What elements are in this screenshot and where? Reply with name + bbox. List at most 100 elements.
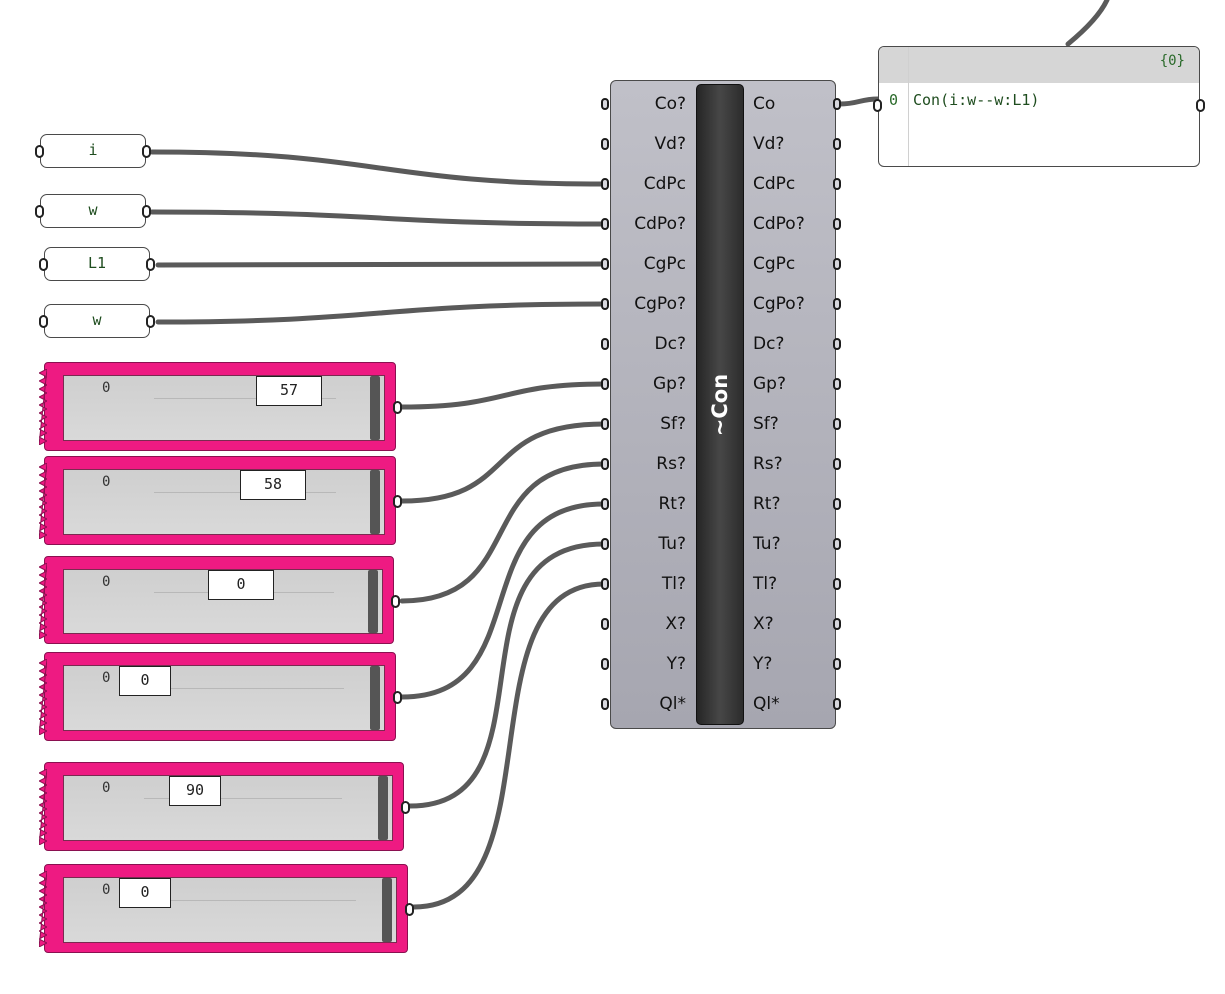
input-grip[interactable] [601,258,609,270]
input-param-label[interactable]: Rt? [658,494,686,514]
panel-output-grip[interactable] [146,257,155,271]
slider-grip-bar[interactable] [370,376,380,440]
slider-grip-bar[interactable] [370,470,380,534]
panel-w[interactable]: w [35,194,151,228]
output-param-label[interactable]: CgPc [753,254,796,274]
panel-input-grip[interactable] [873,99,882,112]
output-grip[interactable] [833,378,841,390]
output-param-label[interactable]: CdPo? [753,214,805,234]
input-grip[interactable] [601,338,609,350]
output-param-label[interactable]: Y? [753,654,773,674]
input-grip[interactable] [601,538,609,550]
input-param-label[interactable]: Tl? [661,574,686,594]
panel-input-grip[interactable] [39,257,48,271]
slider-value-box[interactable]: 90 [169,776,221,806]
output-panel[interactable]: {0} 0 Con(i:w--w:L1) [873,46,1205,167]
output-param-label[interactable]: Rt? [753,494,781,514]
slider-track[interactable]: 0 58 [63,469,385,535]
component-core[interactable]: ~Con [696,84,744,725]
input-param-label[interactable]: Sf? [660,414,686,434]
output-param-label[interactable]: Gp? [753,374,786,394]
number-slider[interactable]: 0 90 [39,762,410,851]
input-grip[interactable] [601,698,609,710]
input-param-label[interactable]: CgPo? [634,294,686,314]
output-param-label[interactable]: Rs? [753,454,783,474]
output-grip[interactable] [833,338,841,350]
output-grip[interactable] [833,538,841,550]
slider-value-box[interactable]: 0 [119,666,171,696]
slider-output-grip[interactable] [393,401,402,414]
number-slider[interactable]: 0 0 [39,864,414,953]
input-grip[interactable] [601,138,609,150]
input-grip[interactable] [601,298,609,310]
input-param-label[interactable]: CdPo? [634,214,686,234]
output-grip[interactable] [833,178,841,190]
output-param-label[interactable]: CdPc [753,174,796,194]
input-param-label[interactable]: Vd? [654,134,686,154]
output-param-label[interactable]: Vd? [753,134,785,154]
input-param-label[interactable]: CgPc [643,254,686,274]
input-param-label[interactable]: Co? [654,94,686,114]
slider-value-box[interactable]: 0 [208,570,274,600]
input-param-label[interactable]: Tu? [658,534,686,554]
input-grip[interactable] [601,498,609,510]
input-grip[interactable] [601,378,609,390]
output-param-label[interactable]: Dc? [753,334,785,354]
output-param-label[interactable]: Co [753,94,776,114]
slider-output-grip[interactable] [401,801,410,814]
output-param-label[interactable]: X? [753,614,774,634]
output-grip[interactable] [833,98,841,110]
output-grip[interactable] [833,258,841,270]
output-grip[interactable] [833,218,841,230]
number-slider[interactable]: 0 57 [39,362,402,451]
slider-track[interactable]: 0 90 [63,775,393,841]
output-grip[interactable] [833,658,841,670]
number-slider[interactable]: 0 58 [39,456,402,545]
panel-output-grip[interactable] [142,144,151,158]
input-param-label[interactable]: Ql* [659,694,686,714]
input-param-label[interactable]: Dc? [654,334,686,354]
output-param-label[interactable]: Tu? [753,534,781,554]
panel-output-grip[interactable] [142,204,151,218]
slider-track[interactable]: 0 0 [63,877,397,943]
panel-input-grip[interactable] [35,144,44,158]
panel-input-grip[interactable] [39,314,48,328]
number-slider[interactable]: 0 0 [39,652,402,741]
panel-i[interactable]: i [35,134,151,168]
output-grip[interactable] [833,418,841,430]
slider-grip-bar[interactable] [370,666,380,730]
slider-value-box[interactable]: 57 [256,376,322,406]
output-grip[interactable] [833,458,841,470]
output-param-label[interactable]: Sf? [753,414,779,434]
slider-grip-bar[interactable] [368,570,378,633]
input-param-label[interactable]: Y? [666,654,686,674]
output-param-label[interactable]: Tl? [753,574,778,594]
slider-output-grip[interactable] [393,495,402,508]
input-grip[interactable] [601,578,609,590]
slider-output-grip[interactable] [405,903,414,916]
input-grip[interactable] [601,418,609,430]
input-param-label[interactable]: X? [665,614,686,634]
output-grip[interactable] [833,698,841,710]
number-slider[interactable]: 0 0 [39,556,400,644]
output-grip[interactable] [833,618,841,630]
panel-L1[interactable]: L1 [39,247,155,281]
output-grip[interactable] [833,498,841,510]
slider-grip-bar[interactable] [382,878,392,942]
output-grip[interactable] [833,298,841,310]
panel-w[interactable]: w [39,304,155,338]
slider-track[interactable]: 0 0 [63,569,383,634]
panel-output-grip[interactable] [146,314,155,328]
slider-output-grip[interactable] [393,691,402,704]
output-grip[interactable] [833,138,841,150]
input-grip[interactable] [601,458,609,470]
slider-output-grip[interactable] [391,595,400,608]
input-param-label[interactable]: Rs? [656,454,686,474]
input-grip[interactable] [601,178,609,190]
input-grip[interactable] [601,218,609,230]
output-param-label[interactable]: Ql* [753,694,780,714]
input-param-label[interactable]: Gp? [653,374,686,394]
input-grip[interactable] [601,618,609,630]
slider-track[interactable]: 0 57 [63,375,385,441]
input-grip[interactable] [601,98,609,110]
